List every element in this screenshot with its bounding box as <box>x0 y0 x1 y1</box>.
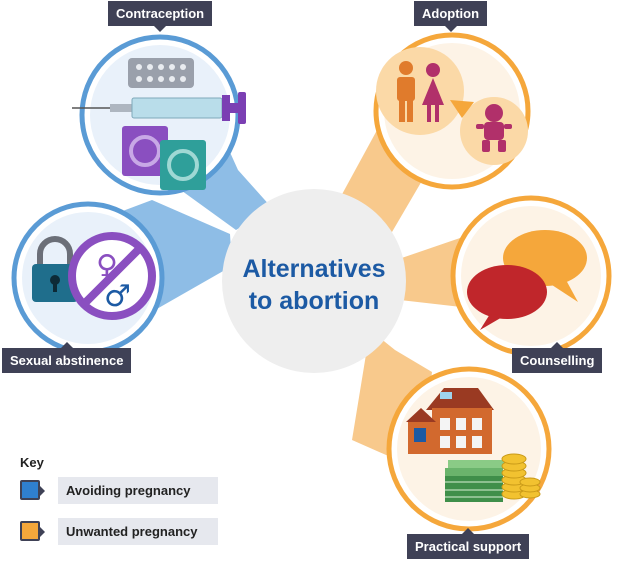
woman-icon <box>422 63 444 122</box>
svg-text:♂: ♂ <box>104 279 131 314</box>
condom-pack-teal-icon <box>160 140 206 190</box>
speech-bubble-red-icon <box>467 265 547 330</box>
label-counselling: Counselling <box>512 342 603 373</box>
key-swatch-blue <box>20 480 45 500</box>
house-icon <box>406 388 494 454</box>
key-label-unwanted: Unwanted pregnancy <box>58 518 218 545</box>
label-practical-support: Practical support <box>407 528 530 559</box>
wedge-counselling <box>390 238 470 308</box>
no-sex-symbol-icon: ♀ ♂ <box>68 232 156 320</box>
transfer-arrow <box>450 100 474 118</box>
key-title: Key <box>20 455 44 470</box>
key-swatch-orange <box>20 521 45 541</box>
pill-pack-icon <box>128 58 194 88</box>
center-circle <box>222 189 406 373</box>
man-icon <box>397 61 415 122</box>
adults-bubble <box>376 47 464 135</box>
label-contraception: Contraception <box>108 1 213 32</box>
money-stack-icon <box>445 460 506 502</box>
key-label-avoiding: Avoiding pregnancy <box>58 477 218 504</box>
svg-text:♀: ♀ <box>96 249 118 284</box>
coin-stack-icon <box>501 453 541 500</box>
label-adoption: Adoption <box>414 1 488 32</box>
center-title-line1: Alternatives <box>242 255 386 283</box>
label-sexual-abstinence: Sexual abstinence <box>2 342 132 373</box>
syringe-icon <box>72 92 246 124</box>
center-title: Alternatives to abortion <box>226 253 402 317</box>
center-title-line2: to abortion <box>248 287 380 315</box>
baby-icon <box>476 104 512 152</box>
padlock-icon <box>32 236 78 302</box>
condom-pack-purple-icon <box>122 126 168 176</box>
